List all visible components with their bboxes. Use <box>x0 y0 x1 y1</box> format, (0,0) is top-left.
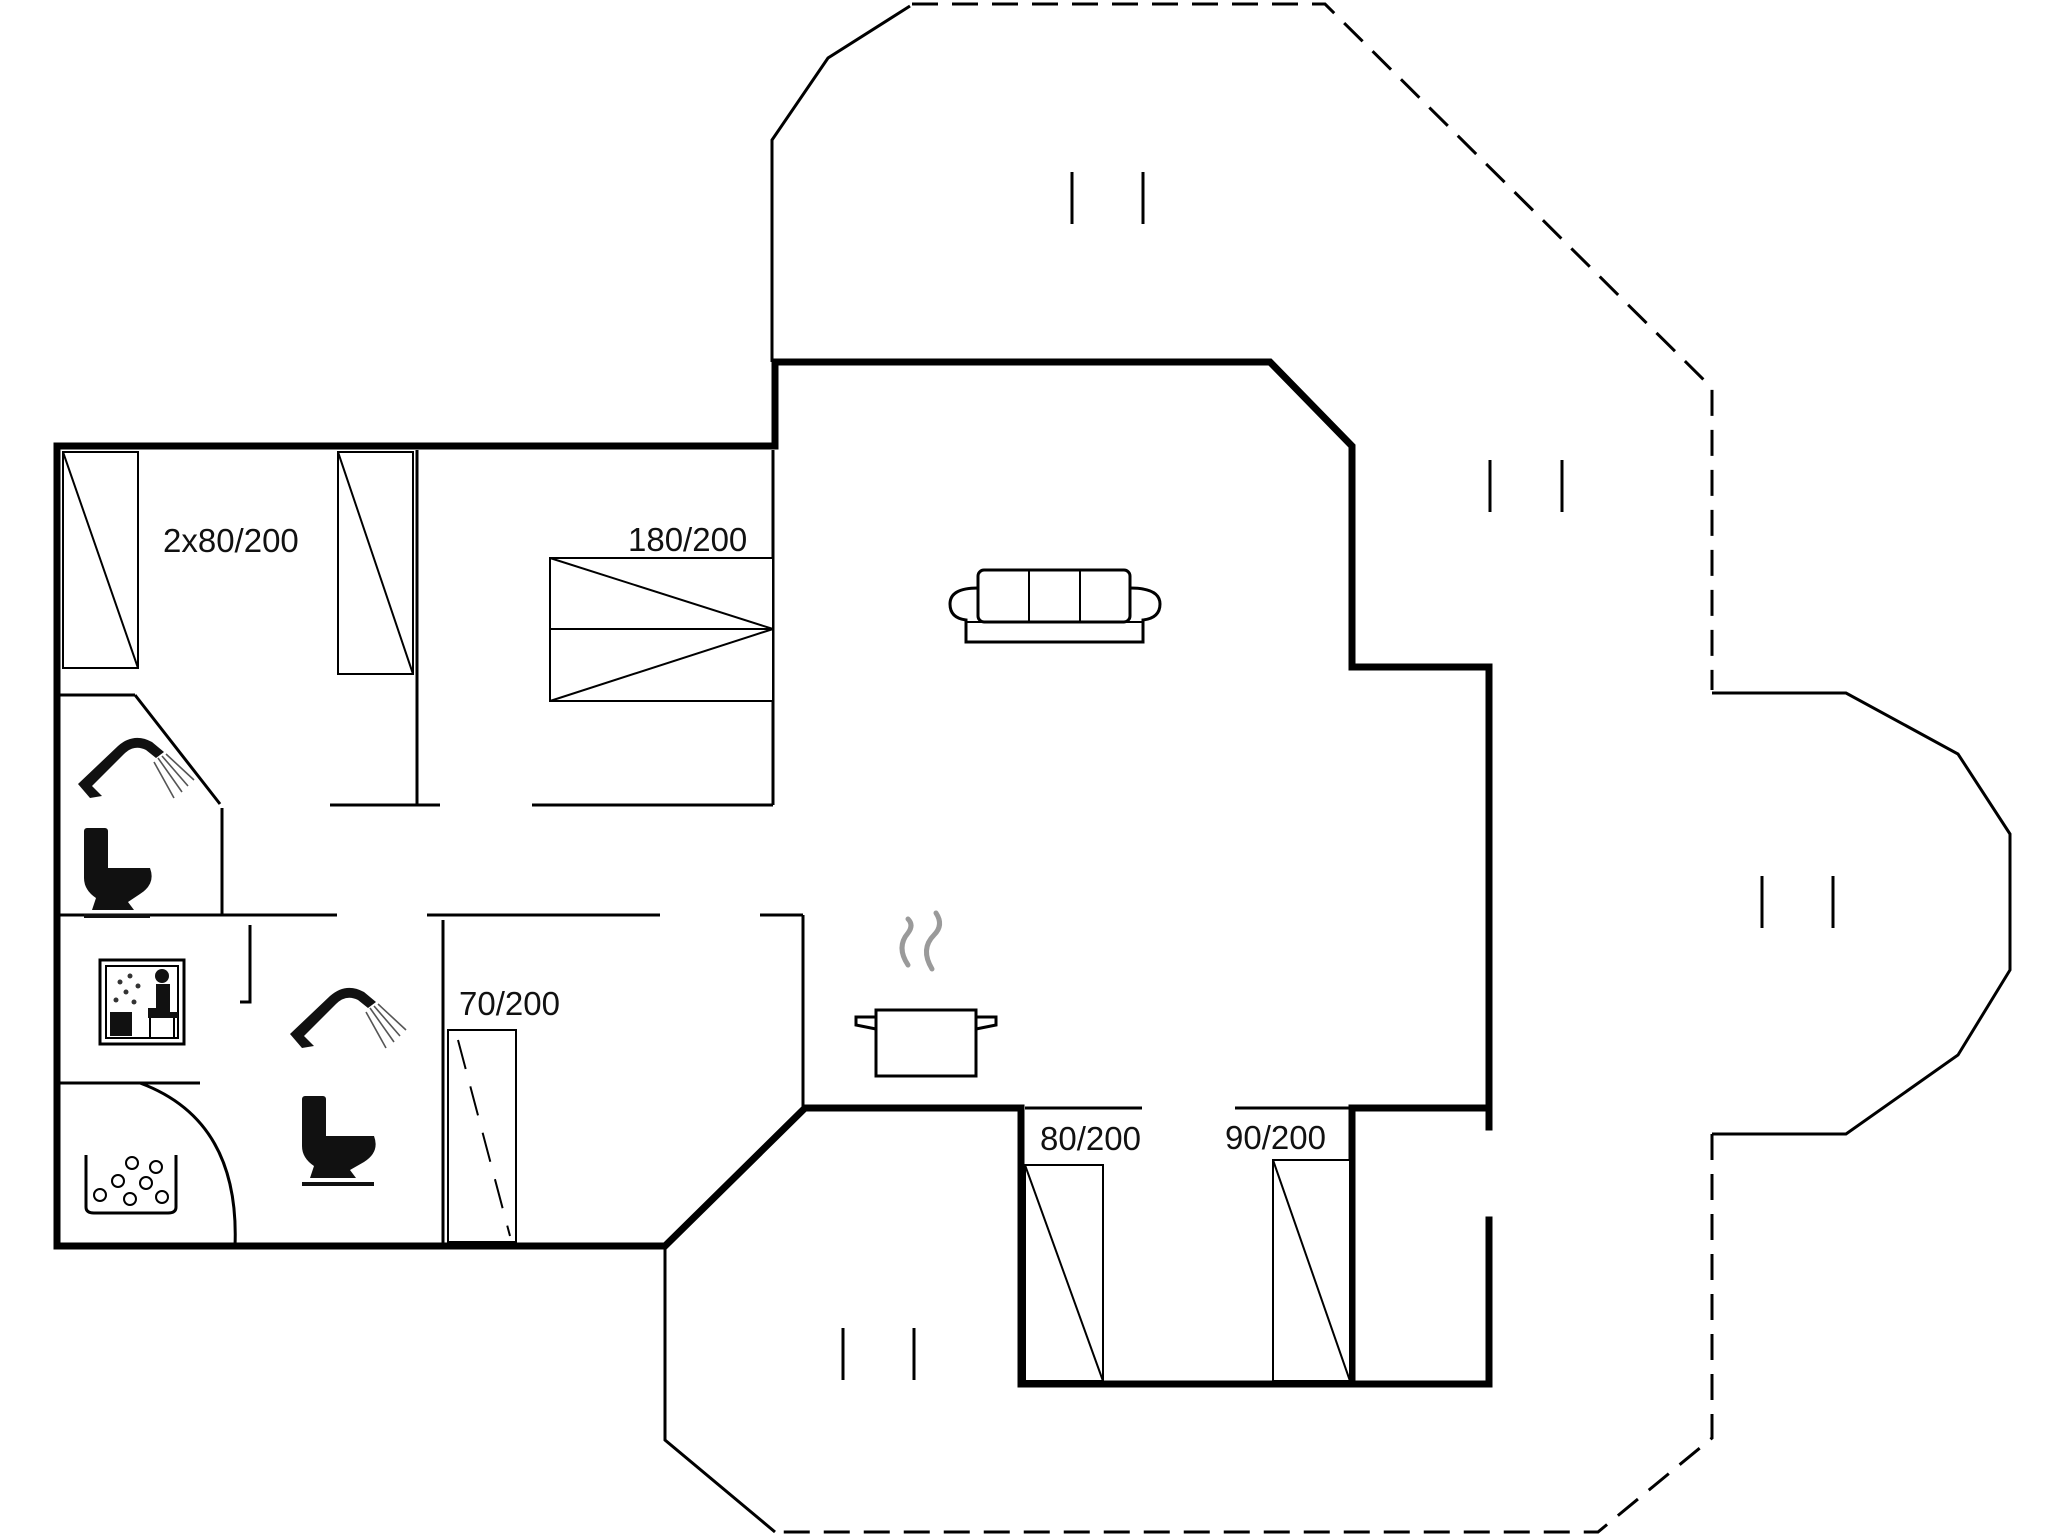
bed-room2-double <box>549 557 774 702</box>
bed-room3 <box>447 1029 517 1243</box>
shower-icon <box>78 737 195 799</box>
toilet-icon <box>302 1096 376 1186</box>
bed-room4 <box>1024 1164 1104 1382</box>
cooking-pot-icon <box>854 910 998 1078</box>
sofa-icon <box>948 568 1162 644</box>
sauna-icon <box>98 958 186 1046</box>
toilet-icon <box>84 828 152 918</box>
whirlpool-icon <box>84 1155 178 1215</box>
terrace-outline <box>663 2 2012 1534</box>
bed-room5 <box>1272 1159 1351 1382</box>
interior-walls <box>57 450 1352 1247</box>
bed-label-room3: 70/200 <box>459 985 560 1022</box>
bed-label-room2: 180/200 <box>628 521 747 558</box>
bed-label-room4: 80/200 <box>1040 1120 1141 1157</box>
terrace-marker-icon <box>1760 876 1835 928</box>
bed-room1-left <box>62 451 139 669</box>
terrace-marker-icon <box>1070 172 1145 224</box>
shower-icon <box>290 987 407 1049</box>
terrace-marker-icon <box>1488 460 1564 512</box>
bed-label-room5: 90/200 <box>1225 1119 1326 1156</box>
terrace-marker-icon <box>841 1328 916 1380</box>
bed-room1-right <box>337 451 414 675</box>
bed-label-room1: 2x80/200 <box>163 522 299 559</box>
